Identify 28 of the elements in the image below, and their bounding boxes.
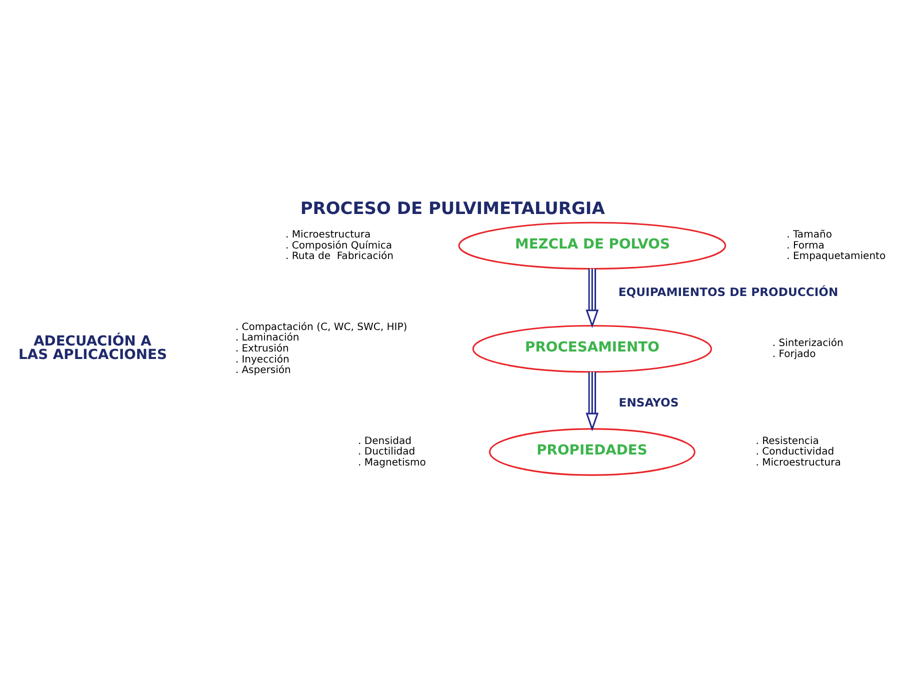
node-label: . Tamaño <box>786 230 832 241</box>
node-label: . Ruta de Fabricación <box>285 251 394 262</box>
arrow <box>586 268 599 328</box>
node-label: . Aspersión <box>235 365 291 376</box>
node-label: . Ductilidad <box>358 446 416 458</box>
node-ellipse: MEZCLA DE POLVOS <box>458 222 726 270</box>
node-label: . Compactación (C, WC, SWC, HIP) <box>235 322 408 333</box>
node-label: . Microestructura <box>756 457 841 468</box>
node-label: . Empaquetamiento <box>786 251 886 262</box>
arrow <box>586 372 599 432</box>
node-label: . Forjado <box>772 348 816 360</box>
node-label: . Laminación <box>235 332 300 344</box>
node-ellipse: PROPIEDADES <box>488 428 696 476</box>
node-label: . Inyección <box>235 354 290 366</box>
node-label: . Magnetismo <box>358 457 426 468</box>
node-label: . Sinterización <box>772 338 844 350</box>
node-label: . Microestructura <box>285 230 371 241</box>
node-label: . Densidad <box>358 436 412 447</box>
diagram-title: PROCESO DE PULVIMETALURGIA <box>300 198 605 219</box>
node-ellipse: PROCESAMIENTO <box>472 325 712 373</box>
label: ADECUACIÓN A LAS APLICACIONES <box>18 333 168 364</box>
node-label: . Conductividad <box>756 446 834 458</box>
node-label: . Extrusión <box>235 343 289 354</box>
node-label: . Resistencia <box>756 436 819 447</box>
edge-label: ENSAYOS <box>618 395 679 410</box>
edge-label: EQUIPAMIENTOS DE PRODUCCIÓN <box>618 284 838 299</box>
node-label: . Forma <box>786 240 824 252</box>
node-label: . Composión Química <box>285 240 392 252</box>
